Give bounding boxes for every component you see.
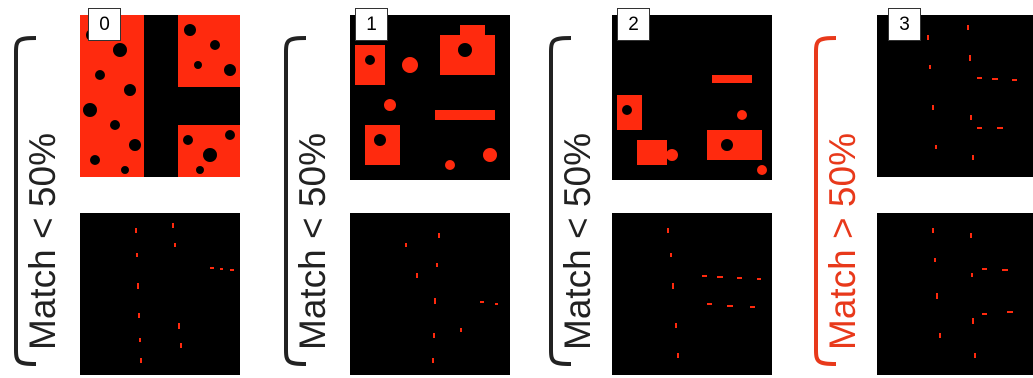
sparse-map-tile-1	[350, 213, 510, 375]
panel-3: Match > 50% 3	[800, 0, 1033, 378]
relation-symbol: <	[292, 217, 333, 239]
match-word: Match	[292, 249, 333, 350]
threshold-value: 50%	[22, 133, 63, 208]
match-label-0: Match < 50%	[22, 133, 63, 350]
relation-symbol: >	[822, 217, 863, 239]
index-label-2: 2	[617, 8, 650, 41]
match-word: Match	[557, 249, 598, 350]
dense-map-tile-0	[80, 15, 240, 177]
bracket-3	[814, 36, 837, 366]
dense-map-tile-3	[877, 15, 1033, 177]
dense-map-tile-2	[612, 15, 772, 180]
panel-2: Match < 50% 2	[535, 0, 780, 378]
dense-map-tile-1	[350, 15, 510, 180]
bracket-0	[14, 36, 37, 366]
sparse-map-tile-3	[877, 213, 1033, 375]
threshold-value: 50%	[292, 133, 333, 208]
panel-0: Match < 50% 0	[0, 0, 245, 378]
threshold-value: 50%	[822, 133, 863, 208]
match-label-1: Match < 50%	[292, 133, 333, 350]
relation-symbol: <	[22, 217, 63, 239]
bracket-2	[549, 36, 572, 366]
match-label-3: Match > 50%	[822, 133, 863, 350]
sparse-map-tile-2	[612, 213, 772, 375]
sparse-map-tile-0	[80, 213, 240, 375]
index-label-1: 1	[355, 8, 388, 41]
match-label-2: Match < 50%	[557, 133, 598, 350]
match-word: Match	[22, 249, 63, 350]
match-word: Match	[822, 249, 863, 350]
index-label-0: 0	[88, 8, 121, 41]
bracket-1	[284, 36, 307, 366]
index-label-3: 3	[888, 8, 921, 41]
threshold-value: 50%	[557, 133, 598, 208]
panel-1: Match < 50% 1	[270, 0, 515, 378]
relation-symbol: <	[557, 217, 598, 239]
